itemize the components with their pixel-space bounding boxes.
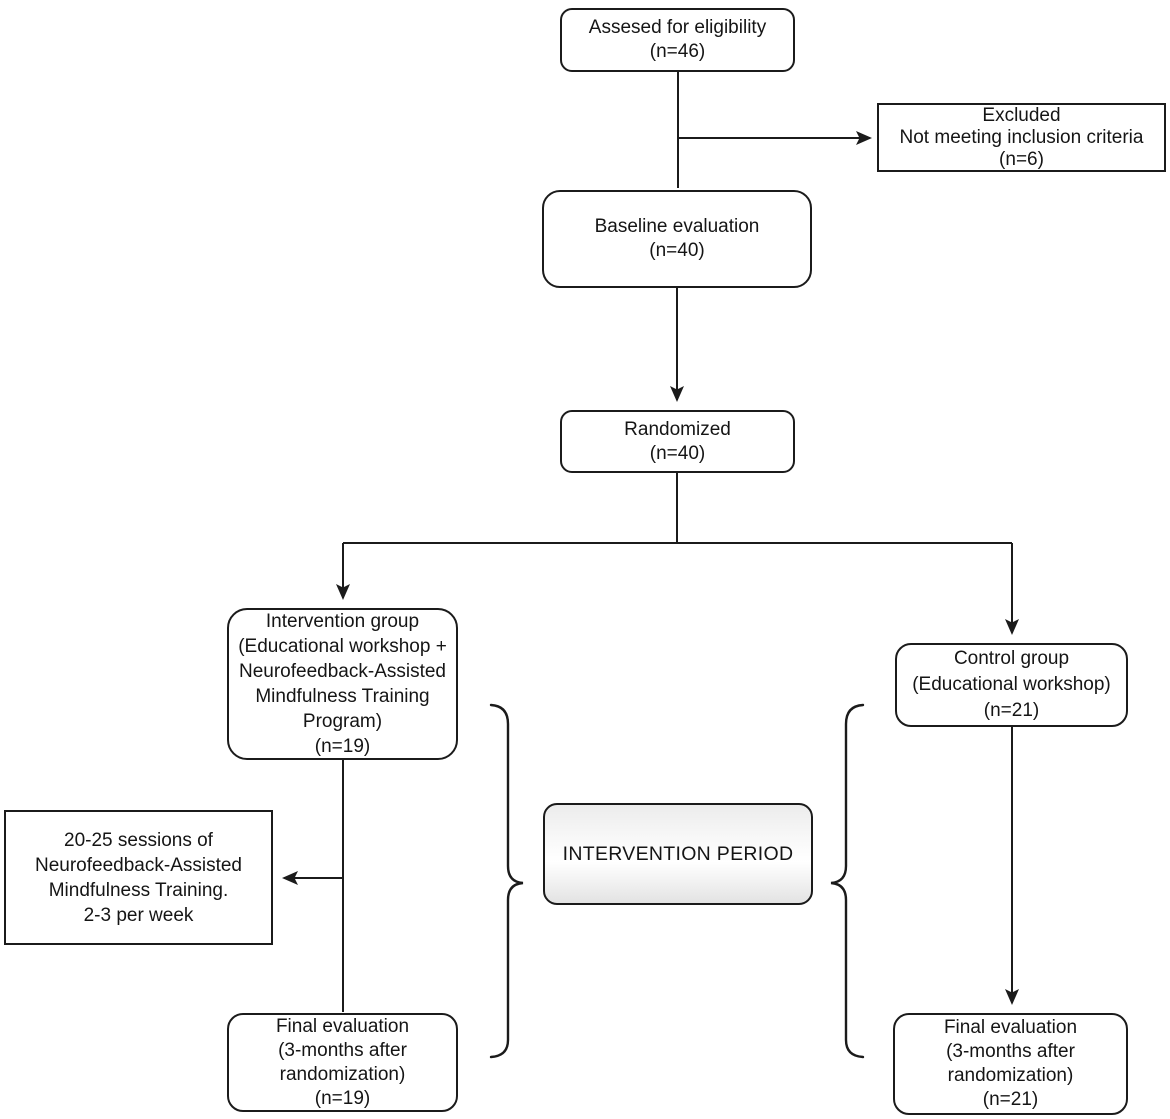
box-line: (n=21) — [982, 1089, 1039, 1110]
box-line: Program) — [302, 711, 383, 732]
box-line: Randomized — [624, 418, 731, 440]
control-group-box: Control group (Educational workshop) (n=… — [895, 643, 1128, 727]
box-line: (n=46) — [649, 41, 706, 62]
box-line: Not meeting inclusion criteria — [899, 126, 1144, 148]
box-line: randomization) — [279, 1063, 406, 1085]
box-line: 20-25 sessions of — [64, 829, 213, 851]
box-line: (Educational workshop + — [238, 636, 447, 657]
box-line: Neurofeedback-Assisted — [239, 661, 446, 682]
box-line: Baseline evaluation — [594, 216, 760, 237]
left-brace — [489, 703, 524, 1059]
box-line: Neurofeedback-Assisted — [35, 854, 242, 876]
excluded-box: Excluded Not meeting inclusion criteria … — [877, 103, 1166, 172]
randomized-box: Randomized (n=40) — [560, 410, 795, 473]
intervention-group-box: Intervention group (Educational workshop… — [227, 608, 458, 760]
final-evaluation-left-box: Final evaluation (3-months after randomi… — [227, 1013, 458, 1112]
baseline-box: Baseline evaluation (n=40) — [542, 190, 812, 288]
box-line: Intervention group — [265, 611, 420, 632]
right-brace — [830, 703, 865, 1059]
intervention-period-box: INTERVENTION PERIOD — [543, 803, 813, 905]
box-line: (n=21) — [983, 700, 1040, 721]
box-line: (Educational workshop) — [912, 674, 1111, 695]
box-line: (n=19) — [314, 736, 371, 757]
box-line: Mindfulness Training. — [48, 879, 229, 901]
box-line: (n=40) — [649, 240, 705, 261]
box-line: Excluded — [982, 104, 1061, 126]
box-line: Final evaluation — [275, 1015, 410, 1037]
box-line: Control group — [953, 648, 1070, 669]
eligibility-box: Assesed for eligibility (n=46) — [560, 8, 795, 72]
box-line: (n=40) — [649, 442, 706, 464]
box-line: (3-months after — [278, 1039, 407, 1061]
box-line: Final evaluation — [943, 1017, 1078, 1038]
box-line: (3-months after — [946, 1041, 1075, 1062]
box-line: randomization) — [947, 1065, 1074, 1086]
box-line: (n=6) — [999, 148, 1044, 170]
box-line: Mindfulness Training — [255, 686, 430, 707]
box-line: Assesed for eligibility — [588, 17, 767, 38]
sessions-box: 20-25 sessions of Neurofeedback-Assisted… — [4, 810, 273, 945]
intervention-period-label: INTERVENTION PERIOD — [562, 843, 794, 865]
box-line: (n=19) — [314, 1087, 371, 1109]
box-line: 2-3 per week — [83, 904, 194, 926]
final-evaluation-right-box: Final evaluation (3-months after randomi… — [893, 1013, 1128, 1115]
